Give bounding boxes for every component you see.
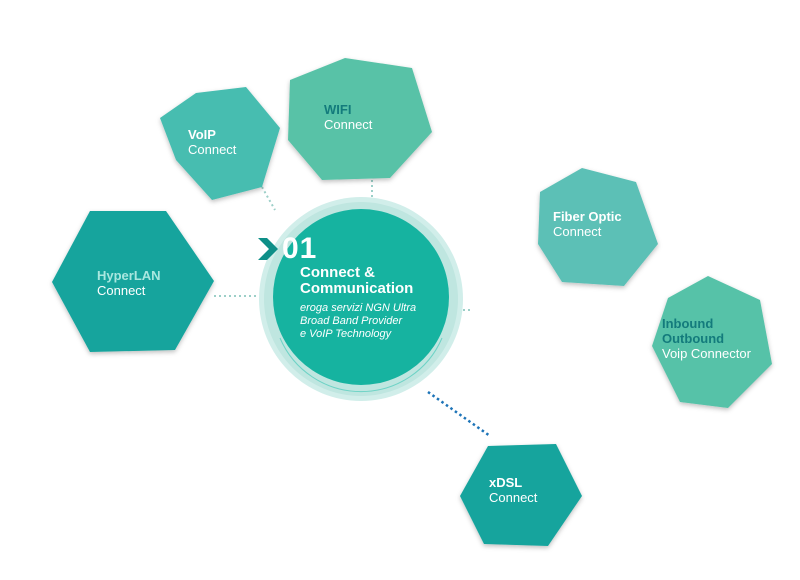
hex-hyperlan-title: HyperLAN [97, 268, 161, 283]
hex-wifi[interactable] [288, 58, 432, 180]
hub-highlight [279, 337, 443, 393]
hub-circle[interactable] [273, 209, 449, 385]
connector-voip [261, 186, 276, 211]
hex-inbound[interactable] [652, 276, 772, 408]
hub-title-line2: Communication [300, 280, 414, 297]
hex-inbound-label: Inbound Outbound Voip Connector [662, 316, 751, 361]
hex-hyperlan-label: HyperLAN Connect [97, 268, 161, 298]
hex-voip[interactable] [160, 87, 280, 200]
hex-fiber-title: Fiber Optic [553, 209, 622, 224]
hub-desc-line2: Broad Band Provider [300, 315, 403, 327]
hex-wifi-subtitle: Connect [324, 117, 373, 132]
hex-wifi-label: WIFI Connect [324, 102, 372, 132]
hex-voip-title: VoIP [188, 127, 216, 142]
hub-number: 01 [282, 232, 318, 265]
hex-hyperlan-subtitle: Connect [97, 283, 146, 298]
chevron-right-icon [258, 238, 278, 260]
hub-desc-line3: e VoIP Technology [300, 328, 392, 340]
hub-desc-line1: eroga servizi NGN Ultra [300, 302, 417, 314]
hub-title-line1: Connect & [300, 264, 375, 281]
hub-description: eroga servizi NGN Ultra Broad Band Provi… [300, 302, 416, 341]
hex-inbound-subtitle: Voip Connector [662, 346, 751, 361]
hex-xdsl[interactable] [460, 444, 582, 546]
hex-voip-subtitle: Connect [188, 142, 237, 157]
hex-fiber-subtitle: Connect [553, 224, 602, 239]
hex-fiber[interactable] [538, 168, 658, 286]
hex-hyperlan[interactable] [52, 211, 214, 352]
hex-inbound-title-line2: Outbound [662, 331, 725, 346]
hex-wifi-title: WIFI [324, 102, 352, 117]
hex-voip-label: VoIP Connect [188, 127, 236, 157]
hub-title: Connect & Communication [300, 265, 413, 297]
hex-fiber-label: Fiber Optic Connect [553, 209, 622, 239]
hex-xdsl-label: xDSL Connect [489, 475, 537, 505]
hex-xdsl-title: xDSL [489, 475, 523, 490]
hex-inbound-title-line1: Inbound [662, 316, 714, 331]
hex-xdsl-subtitle: Connect [489, 490, 538, 505]
connector-xdsl [427, 390, 491, 438]
